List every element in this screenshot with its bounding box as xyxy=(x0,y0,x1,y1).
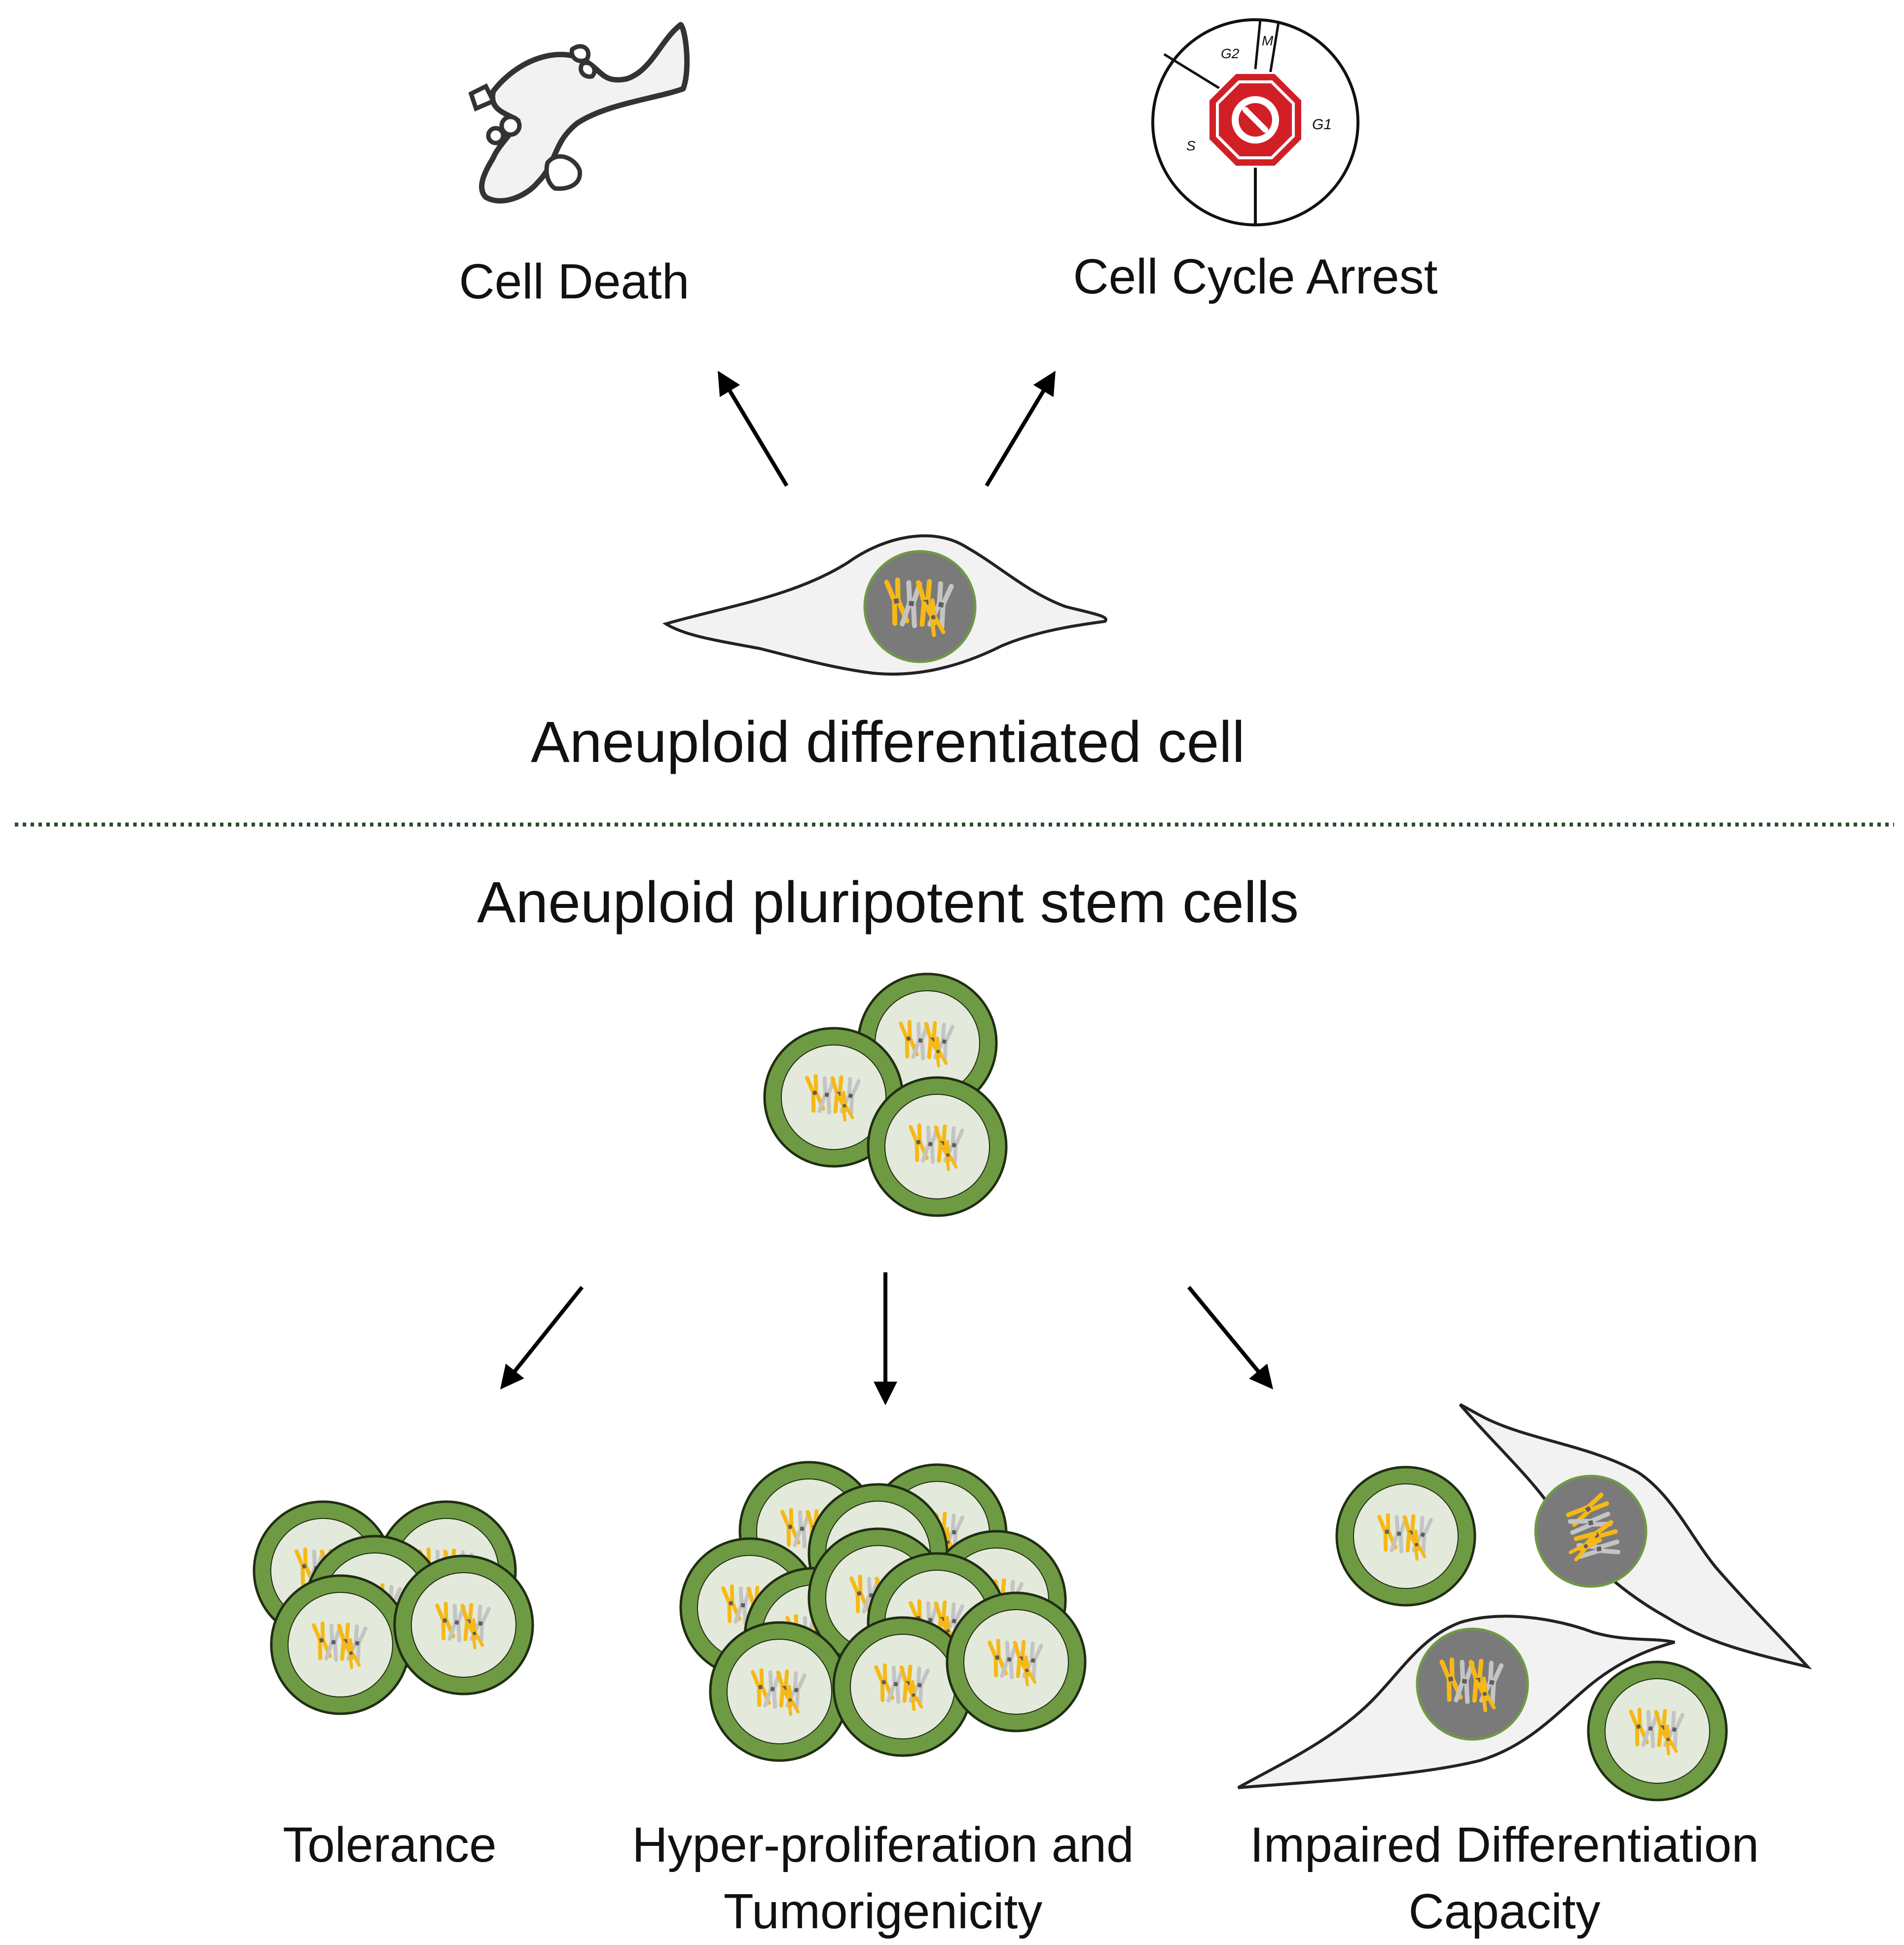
impaired-differentiation-label-line1: Impaired Differentiation xyxy=(1250,1817,1759,1873)
stem-cell xyxy=(1588,1662,1726,1800)
hyper-proliferation-cluster xyxy=(681,1462,1085,1761)
differentiated-cell xyxy=(662,534,1107,676)
hyper-proliferation-label-line1: Hyper-proliferation and xyxy=(632,1817,1134,1873)
phase-m-label: M xyxy=(1262,33,1274,48)
tolerance-label: Tolerance xyxy=(283,1817,497,1873)
differentiated-cell xyxy=(1459,1403,1812,1670)
impaired-differentiation-label-line2: Capacity xyxy=(1408,1884,1600,1939)
stem-cell xyxy=(868,1078,1006,1216)
arrow-to-cell-death xyxy=(718,370,789,487)
arrow-to-cell-cycle-arrest xyxy=(985,370,1056,487)
stem-cell-cluster xyxy=(765,974,1006,1216)
hyper-proliferation-label-line2: Tumorigenicity xyxy=(724,1884,1042,1939)
dying-cell-icon xyxy=(468,22,690,204)
aneuploid-differentiated-cell-label: Aneuploid differentiated cell xyxy=(531,710,1245,775)
phase-g2-label: G2 xyxy=(1221,46,1240,61)
differentiated-cell xyxy=(1237,1615,1675,1789)
tolerance-cluster xyxy=(254,1502,533,1714)
stem-cell xyxy=(271,1576,409,1714)
arrow-to-impaired-differentiation xyxy=(1187,1286,1274,1390)
phase-g1-label: G1 xyxy=(1312,116,1332,133)
stem-cell xyxy=(395,1556,533,1694)
phase-s-label: S xyxy=(1186,138,1196,153)
stem-cell xyxy=(947,1593,1085,1731)
cell-death-label: Cell Death xyxy=(459,254,690,309)
stop-sign-icon xyxy=(1208,72,1303,168)
aneuploid-pluripotent-stem-cells-label: Aneuploid pluripotent stem cells xyxy=(477,870,1299,935)
cell-cycle-arrest-label: Cell Cycle Arrest xyxy=(1073,249,1437,304)
cell-cycle-arrest-icon: G2 M G1 S xyxy=(1151,18,1359,226)
stem-cell xyxy=(1337,1467,1475,1605)
stem-cell xyxy=(710,1622,848,1761)
arrow-to-tolerance xyxy=(500,1286,584,1390)
impaired-differentiation-cluster xyxy=(1237,1403,1812,1800)
